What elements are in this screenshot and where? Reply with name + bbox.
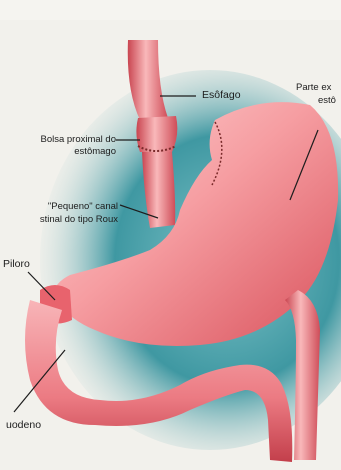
top-light-band <box>0 0 341 20</box>
piloro-label: Piloro <box>3 259 30 270</box>
duodeno-label: uodeno <box>6 420 41 431</box>
parte-label-line2: estô <box>318 95 336 106</box>
parte-label-line1: Parte ex <box>296 82 331 93</box>
bolsa-label-line1: Bolsa proximal do <box>8 134 116 145</box>
proximal-pouch <box>136 116 177 152</box>
bolsa-label-line2: estômago <box>8 146 116 157</box>
canal-label-line2: stinal do tipo Roux <box>4 214 118 225</box>
esofago-label: Esôfago <box>202 90 241 101</box>
canal-label-line1: "Pequeno" canal <box>4 201 118 212</box>
